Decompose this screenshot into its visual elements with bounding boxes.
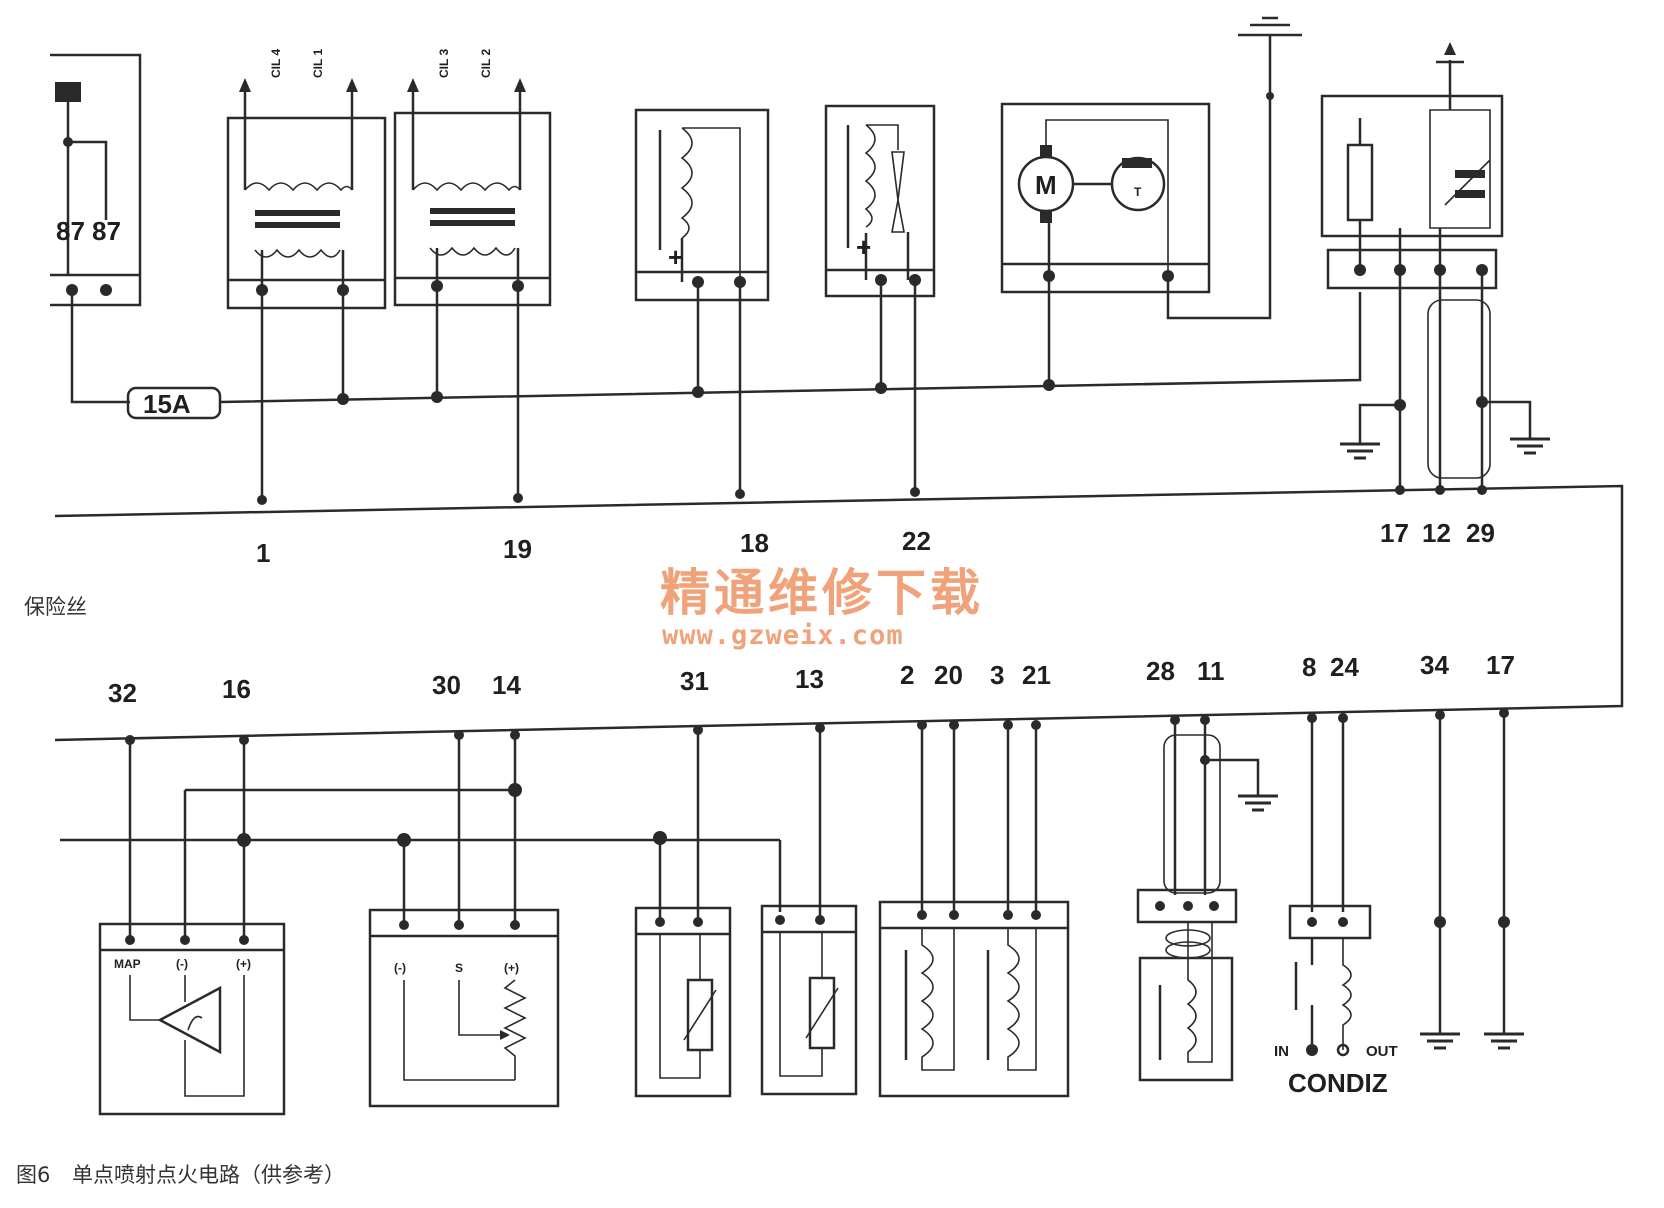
- ecu-pin-19: 19: [503, 534, 532, 564]
- ecu-pin-14: 14: [492, 670, 521, 700]
- throttle-position-sensor: (-) S (+): [368, 735, 560, 1108]
- svg-text:IN: IN: [1274, 1043, 1289, 1060]
- ignition-coil-a: CIL 4 CIL 1: [226, 49, 387, 310]
- ecu-pin-18: 18: [740, 528, 769, 558]
- motor-label: M: [1035, 170, 1057, 200]
- map-sensor: MAP (-) (+): [98, 740, 286, 1116]
- idle-valve: +: [824, 104, 936, 298]
- rpm-sensor: [1136, 720, 1280, 1082]
- svg-text:+: +: [856, 232, 871, 262]
- ecu-pin-34: 34: [1420, 650, 1449, 680]
- relay-pin-87-a: 87: [56, 216, 85, 246]
- svg-text:T: T: [1134, 185, 1142, 199]
- ecu-pin-20: 20: [934, 660, 963, 690]
- ecu-pin-22: 22: [902, 526, 931, 556]
- svg-text:15A: 15A: [143, 389, 191, 419]
- ecu-pin-17-top: 17: [1380, 518, 1409, 548]
- relay-pin-87-b: 87: [92, 216, 121, 246]
- air-temp-sensor: [760, 728, 858, 1096]
- figure-number: 图6: [16, 1163, 50, 1187]
- stepper-motor: [878, 725, 1070, 1098]
- ecu-pin-31: 31: [680, 666, 709, 696]
- svg-text:MAP: MAP: [114, 957, 141, 971]
- svg-text:(+): (+): [504, 961, 519, 975]
- watermark-cn: 精通维修下载: [660, 564, 984, 622]
- ecu-pin-17-bottom: 17: [1486, 650, 1515, 680]
- ecu-pin-28: 28: [1146, 656, 1175, 686]
- ecu-pin-2: 2: [900, 660, 914, 690]
- watermark-url: www.gzweix.com: [662, 620, 904, 651]
- ecu-pin-3: 3: [990, 660, 1004, 690]
- svg-text:(-): (-): [176, 957, 188, 971]
- svg-text:+: +: [668, 242, 683, 272]
- lambda-sensor: [1320, 42, 1504, 290]
- fuse-15a: 15A: [126, 386, 222, 420]
- ecu-pin-30: 30: [432, 670, 461, 700]
- ecu-pin-16: 16: [222, 674, 251, 704]
- injector: +: [634, 108, 770, 302]
- main-relay: 87 87: [50, 53, 142, 307]
- svg-text:CIL 1: CIL 1: [311, 49, 325, 78]
- svg-text:OUT: OUT: [1366, 1043, 1398, 1060]
- fuse-side-label: 保险丝: [24, 595, 87, 619]
- condiz-label: CONDIZ: [1288, 1068, 1388, 1098]
- ecu-pin-12: 12: [1422, 518, 1451, 548]
- ecu-pin-24: 24: [1330, 652, 1359, 682]
- ecu-pin-32: 32: [108, 678, 137, 708]
- ecu-pin-11: 11: [1197, 656, 1225, 686]
- svg-text:CIL 2: CIL 2: [479, 49, 493, 78]
- ecu-body: [54, 484, 1624, 742]
- ecu-pin-8: 8: [1302, 652, 1316, 682]
- svg-text:(+): (+): [236, 957, 251, 971]
- figure-caption: 单点喷射点火电路（供参考）: [72, 1163, 345, 1187]
- svg-text:S: S: [455, 961, 463, 975]
- ecu-pin-13: 13: [795, 664, 824, 694]
- ecu-pin-29: 29: [1466, 518, 1495, 548]
- svg-text:(-): (-): [394, 961, 406, 975]
- ecu-pin-1: 1: [256, 538, 270, 568]
- svg-text:CIL 4: CIL 4: [269, 49, 283, 78]
- ecu-pin-21: 21: [1022, 660, 1051, 690]
- ac-relay-condiz: IN OUT CONDIZ: [1274, 718, 1398, 1098]
- coolant-temp-sensor: [634, 730, 732, 1098]
- fuel-pump-motor: M T: [1000, 102, 1211, 294]
- ignition-coil-b: CIL 3 CIL 2: [393, 49, 552, 307]
- svg-text:CIL 3: CIL 3: [437, 49, 451, 78]
